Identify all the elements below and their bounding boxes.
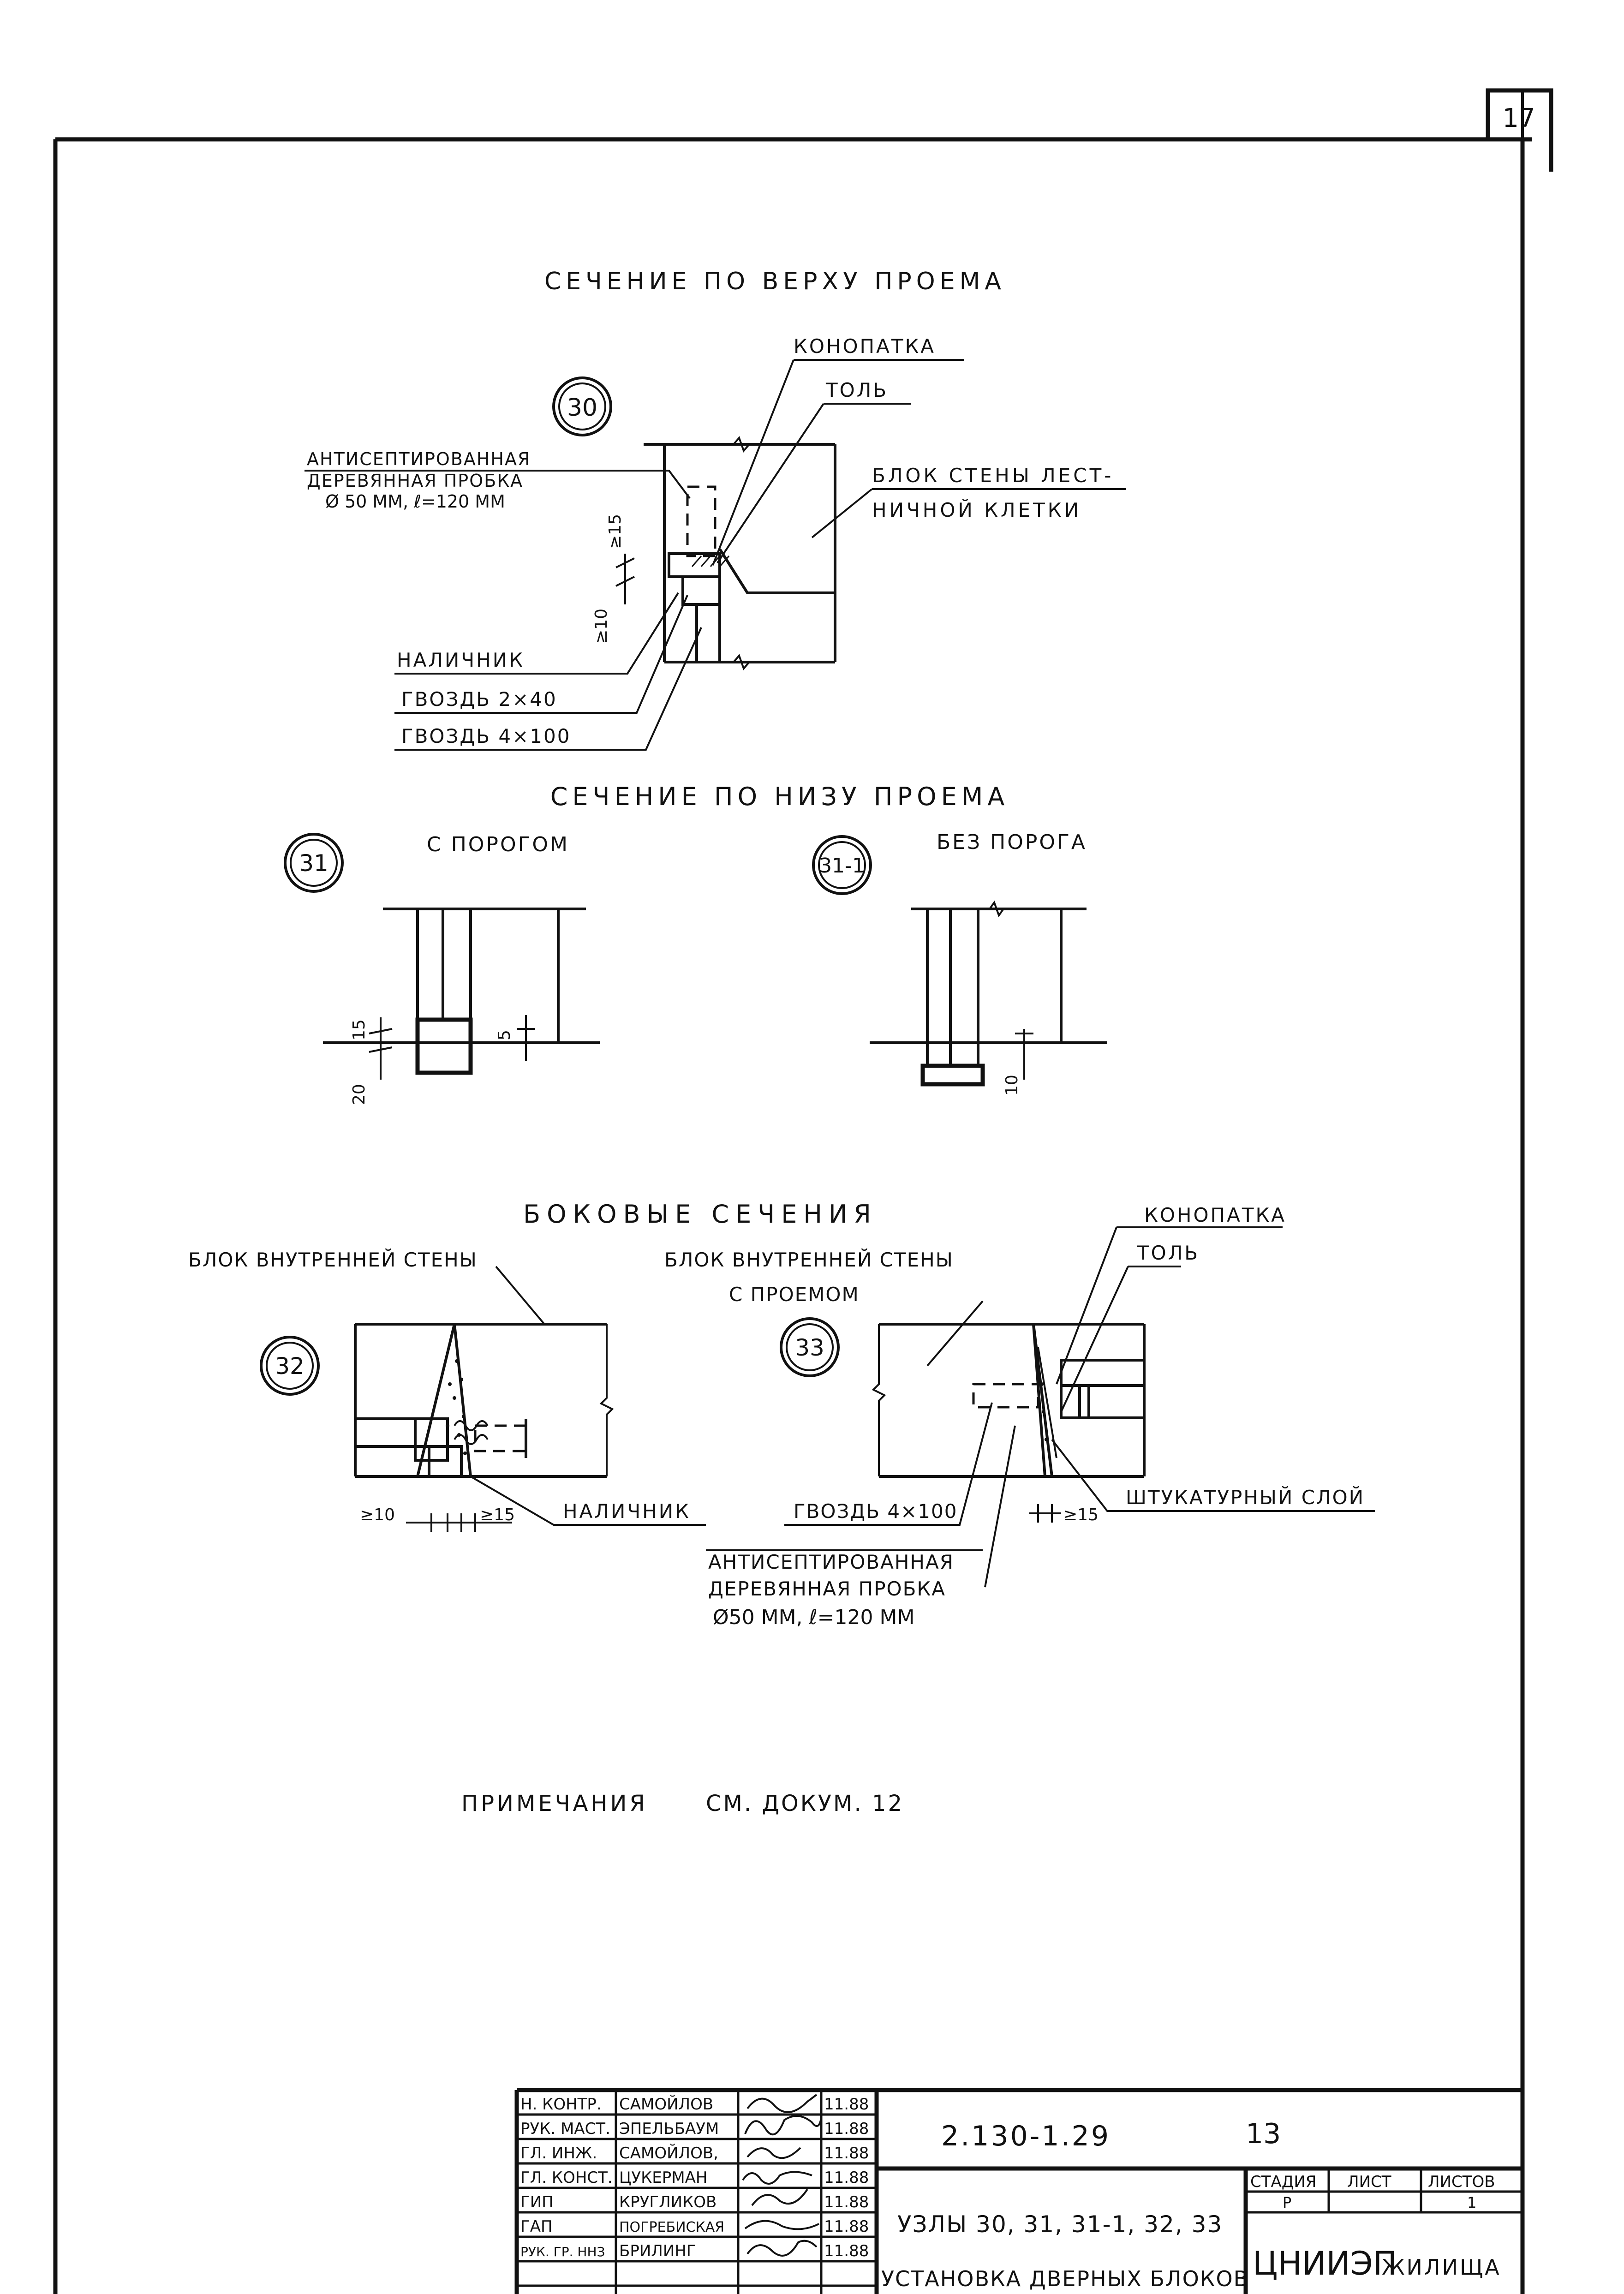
sig-date-4: 11.88: [824, 2193, 869, 2211]
sheet-frame: [53, 88, 1553, 2294]
stage-value: Р: [1283, 2194, 1291, 2211]
sig-date-3: 11.88: [824, 2169, 869, 2187]
dim-15-top: ≥15: [606, 514, 625, 549]
label-plug-2: ДЕРЕВЯННАЯ ПРОБКА: [307, 471, 523, 491]
notes-text: СМ. ДОКУМ. 12: [706, 1791, 904, 1816]
label-plug-side-3: Ø50 ММ, ℓ=120 ММ: [713, 1606, 914, 1629]
label-without-threshold: БЕЗ ПОРОГА: [937, 830, 1087, 854]
sig-role-2: ГЛ. ИНЖ.: [520, 2144, 597, 2163]
node-33-label: 33: [795, 1334, 824, 1361]
label-plug-3: Ø 50 ММ, ℓ=120 ММ: [325, 491, 505, 512]
dim-15-31: 15: [350, 1019, 369, 1040]
sig-role-6: РУК. ГР. ННЗ: [520, 2244, 605, 2259]
top-section-title: СЕЧЕНИЕ ПО ВЕРХУ ПРОЕМА: [544, 268, 1006, 295]
dim-10-32: ≥10: [360, 1505, 395, 1524]
notes-label: ПРИМЕЧАНИЯ: [461, 1791, 648, 1816]
sig-date-2: 11.88: [824, 2144, 869, 2163]
label-nalichnik-side: НАЛИЧНИК: [563, 1500, 691, 1523]
dim-15-33: ≥15: [1063, 1505, 1099, 1524]
sig-role-5: ГАП: [520, 2217, 553, 2236]
sig-role-4: ГИП: [520, 2193, 554, 2211]
org-main: ЦНИИЭП: [1253, 2245, 1397, 2282]
dim-15-32: ≥15: [480, 1505, 515, 1524]
dim-10-top: ≥10: [592, 609, 611, 644]
node-33-detail: [784, 1226, 1375, 1588]
sig-date-0: 11.88: [824, 2095, 869, 2114]
node-31-1-detail: [870, 900, 1107, 1087]
label-inner-wall-block: БЛОК ВНУТРЕННЕЙ СТЕНЫ: [188, 1248, 478, 1271]
label-inner-wall-block-opening-1: БЛОК ВНУТРЕННЕЙ СТЕНЫ: [664, 1248, 954, 1271]
label-plaster: ШТУКАТУРНЫЙ СЛОЙ: [1126, 1486, 1365, 1509]
sig-name-1: ЭПЕЛЬБАУМ: [619, 2120, 719, 2138]
label-wall-block-1: БЛОК СТЕНЫ ЛЕСТ-: [872, 464, 1114, 487]
node-31-1-marker: [812, 835, 872, 895]
dim-10-31-1: 10: [1003, 1075, 1021, 1096]
label-plug-1: АНТИСЕПТИРОВАННАЯ: [307, 449, 531, 469]
node-30-label: 30: [567, 394, 597, 422]
doc-code: 2.130-1.29: [941, 2120, 1111, 2152]
label-tol-side: ТОЛЬ: [1137, 1242, 1200, 1264]
node-32-label: 32: [275, 1353, 304, 1380]
sig-name-0: САМОЙЛОВ: [619, 2095, 713, 2114]
sig-date-1: 11.88: [824, 2120, 869, 2138]
node-31-marker: [284, 833, 344, 893]
bottom-section-title: СЕЧЕНИЕ ПО НИЗУ ПРОЕМА: [550, 782, 1009, 811]
label-plug-side-2: ДЕРЕВЯННАЯ ПРОБКА: [708, 1577, 946, 1600]
sheet-header: ЛИСТ: [1347, 2173, 1391, 2191]
label-tol-top: ТОЛЬ: [825, 379, 888, 401]
node-31-detail: [323, 908, 600, 1080]
stage-header: СТАДИЯ: [1250, 2173, 1316, 2191]
sig-name-3: ЦУКЕРМАН: [619, 2169, 707, 2187]
label-nail-4x100-top: ГВОЗДЬ 4×100: [401, 725, 571, 747]
dim-20-31: 20: [350, 1084, 369, 1105]
node-30-detail: [615, 436, 836, 670]
label-nail-4x100-side: ГВОЗДЬ 4×100: [794, 1500, 957, 1523]
label-konopatka-top: КОНОПАТКА: [794, 335, 936, 358]
node-32-marker: [260, 1336, 320, 1396]
sig-role-0: Н. КОНТР.: [520, 2095, 602, 2114]
label-konopatka-side: КОНОПАТКА: [1144, 1204, 1286, 1226]
title-block-grid: [514, 2088, 1522, 2294]
sig-date-5: 11.88: [824, 2217, 869, 2236]
side-sections-title: БОКОВЫЕ СЕЧЕНИЯ: [523, 1200, 878, 1229]
sig-name-2: САМОЙЛОВ,: [619, 2144, 718, 2163]
top-leaders: [304, 359, 1126, 751]
label-wall-block-2: НИЧНОЙ КЛЕТКИ: [872, 498, 1081, 521]
sig-name-4: КРУГЛИКОВ: [619, 2193, 716, 2211]
node-31-1-label: 31-1: [819, 854, 865, 878]
nodes-title: УЗЛЫ 30, 31, 31-1, 32, 33: [897, 2211, 1223, 2238]
sheets-value: 1: [1467, 2194, 1476, 2211]
sheet-number: 17: [1502, 103, 1535, 133]
sheets-header: ЛИСТОВ: [1428, 2173, 1495, 2191]
org-sub: ЖИЛИЩА: [1382, 2255, 1501, 2280]
node-32-detail: [354, 1266, 706, 1532]
label-plug-side-1: АНТИСЕПТИРОВАННАЯ: [708, 1551, 954, 1573]
label-inner-wall-block-opening-2: С ПРОЕМОМ: [729, 1283, 860, 1306]
node-31-label: 31: [299, 850, 328, 877]
title-block-signatures: [742, 2094, 822, 2257]
label-with-threshold: С ПОРОГОМ: [427, 833, 569, 856]
node-33-marker: [780, 1317, 840, 1377]
dim-5-31: 5: [495, 1030, 514, 1040]
node-30-marker: [552, 376, 612, 436]
sig-date-6: 11.88: [824, 2242, 869, 2260]
sig-role-3: ГЛ. КОНСТ.: [520, 2169, 613, 2187]
label-nalichnik-top: НАЛИЧНИК: [397, 649, 525, 671]
sig-name-6: БРИЛИНГ: [619, 2242, 696, 2260]
sig-name-5: ПОГРЕБИСКАЯ: [619, 2219, 724, 2235]
description: УСТАНОВКА ДВЕРНЫХ БЛОКОВ: [881, 2266, 1249, 2291]
caulking-hatch: [691, 556, 730, 567]
sig-role-1: РУК. МАСТ.: [520, 2120, 610, 2138]
doc-number: 13: [1246, 2118, 1281, 2150]
label-nail-2x40: ГВОЗДЬ 2×40: [401, 688, 557, 711]
